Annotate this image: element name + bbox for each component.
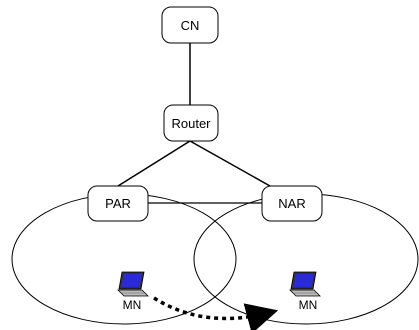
cn-label: CN [181, 18, 200, 33]
nar-node: NAR [261, 185, 323, 222]
laptop-icon [289, 271, 321, 297]
par-node: PAR [87, 185, 149, 222]
link-router-nar [189, 140, 271, 187]
laptop-icon [117, 271, 149, 297]
nar-label: NAR [278, 196, 305, 211]
mn-label-left: MN [123, 298, 142, 312]
router-node: Router [163, 104, 219, 142]
par-label: PAR [105, 196, 131, 211]
router-label: Router [171, 116, 211, 131]
cn-node: CN [161, 6, 219, 44]
link-router-par [117, 140, 191, 187]
mn-label-right: MN [299, 298, 318, 312]
handover-movement-arrow [153, 296, 279, 330]
